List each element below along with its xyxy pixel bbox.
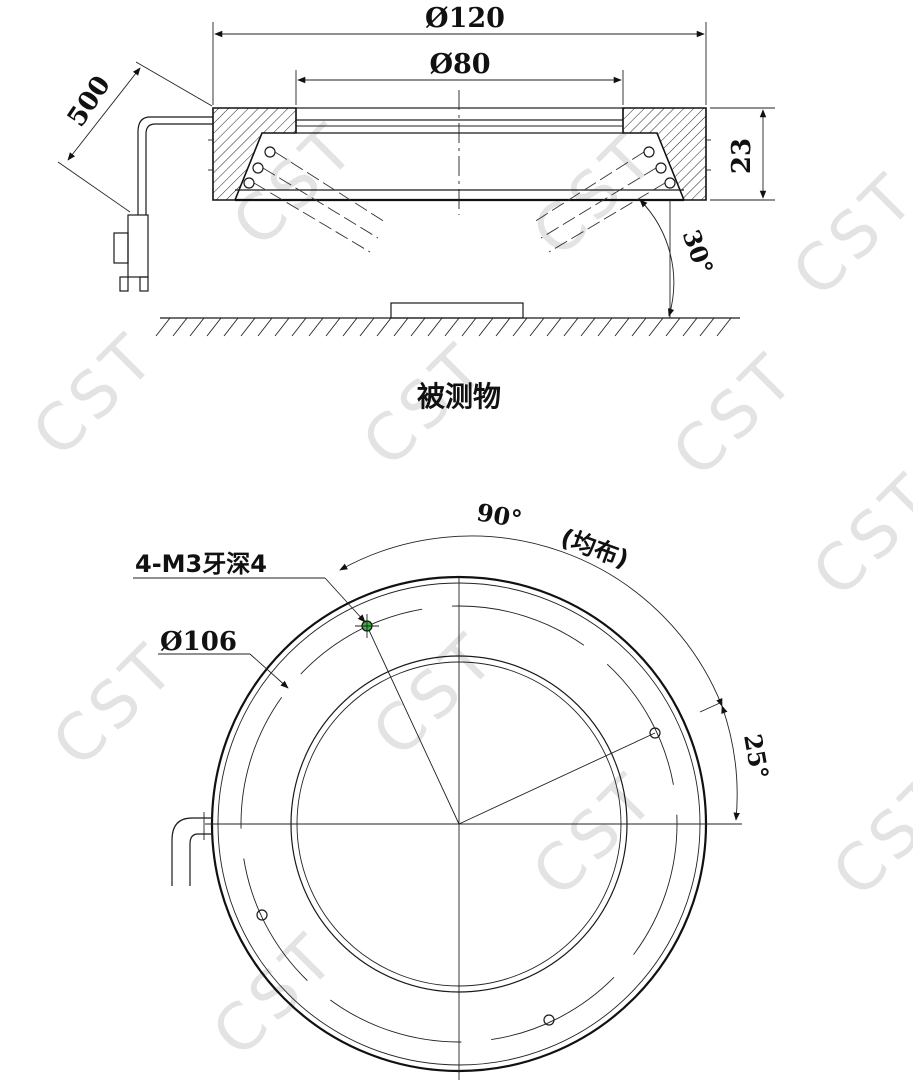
ground-hatch-mark xyxy=(240,317,256,337)
inner-diameter-label: Ø80 xyxy=(429,49,490,80)
ground-hatch-mark xyxy=(529,317,545,337)
ground-hatch-mark xyxy=(648,317,664,337)
cable-length-label: 500 xyxy=(62,71,117,133)
screw-spec-label: 4-M3牙深4 xyxy=(135,550,267,578)
screw-hole xyxy=(256,909,268,921)
watermark-text: CST xyxy=(819,758,913,911)
pcd-label: Ø106 xyxy=(160,627,237,657)
housing-section xyxy=(208,107,711,202)
leader-pcd: Ø106 xyxy=(158,627,289,689)
dim-height: 23 xyxy=(710,107,775,201)
ground-hatch-mark xyxy=(393,317,409,337)
watermark-text: CST xyxy=(659,338,812,491)
ground-hatch-mark xyxy=(223,317,239,337)
ground-hatch-mark xyxy=(376,317,392,337)
ground-hatch-mark xyxy=(546,317,562,337)
dim-offset-angle: 25° xyxy=(699,701,775,825)
ground-hatch-mark xyxy=(155,317,171,337)
watermark-text: CST xyxy=(519,758,672,911)
watermark-text: CST xyxy=(779,158,913,311)
spacing-angle-label: 90° xyxy=(475,497,525,533)
cable-stub xyxy=(171,812,213,886)
ground-hatch-mark xyxy=(172,317,188,337)
ground-hatch-mark xyxy=(580,317,596,337)
ground-hatch-mark xyxy=(291,317,307,337)
ground-hatch-mark xyxy=(597,317,613,337)
light-beams xyxy=(253,90,666,253)
ground-hatch-mark xyxy=(342,317,358,337)
ground-hatch-mark xyxy=(274,317,290,337)
ground-hatch-mark xyxy=(444,317,460,337)
object-label: 被测物 xyxy=(417,380,501,413)
ground-hatch-mark xyxy=(308,317,324,337)
ground-hatch-mark xyxy=(206,317,222,337)
watermark-text: CST xyxy=(799,458,913,611)
dim-angle: 30° xyxy=(639,199,720,318)
offset-angle-label: 25° xyxy=(738,732,774,782)
ground-hatch-mark xyxy=(563,317,579,337)
ground-hatch-mark xyxy=(665,317,681,337)
dim-inner-diameter: Ø80 xyxy=(295,49,624,105)
screw-hole xyxy=(543,1014,555,1026)
angle-label: 30° xyxy=(677,226,720,279)
ground-hatch-mark xyxy=(716,317,732,337)
cable xyxy=(113,116,213,292)
outer-diameter-label: Ø120 xyxy=(425,3,505,34)
dim-cable-length: 500 xyxy=(57,61,213,213)
screw-hole xyxy=(649,727,661,739)
watermark-layer: CST CST CST CST CST CST CST CST CST CST … xyxy=(19,108,913,1071)
leader-screw-spec: 4-M3牙深4 xyxy=(133,550,366,623)
ground-hatch-mark xyxy=(359,317,375,337)
ground-hatch-mark xyxy=(614,317,630,337)
height-label: 23 xyxy=(727,138,757,174)
side-view: Ø120 Ø80 23 500 30° 被测物 xyxy=(57,3,775,413)
ground-hatch-mark xyxy=(512,317,528,337)
ground-hatch-mark xyxy=(461,317,477,337)
dim-outer-diameter: Ø120 xyxy=(212,3,707,105)
ground-hatch-mark xyxy=(631,317,647,337)
dim-spacing-angle: 90° (均布) xyxy=(339,497,723,707)
ground-hatch-mark xyxy=(682,317,698,337)
top-view: 90° (均布) 25° 4-M3牙深4 Ø106 xyxy=(133,497,775,1080)
watermark-text: CST xyxy=(359,618,512,771)
ground-hatch-mark xyxy=(699,317,715,337)
ground-hatch-mark xyxy=(257,317,273,337)
ground-hatch-mark xyxy=(427,317,443,337)
ground-hatch-mark xyxy=(410,317,426,337)
ground xyxy=(155,302,740,337)
ground-hatch-mark xyxy=(189,317,205,337)
watermark-text: CST xyxy=(519,118,672,271)
ground-hatch-mark xyxy=(495,317,511,337)
ground-hatch-mark xyxy=(325,317,341,337)
ground-hatch-mark xyxy=(478,317,494,337)
watermark-text: CST xyxy=(19,318,172,471)
